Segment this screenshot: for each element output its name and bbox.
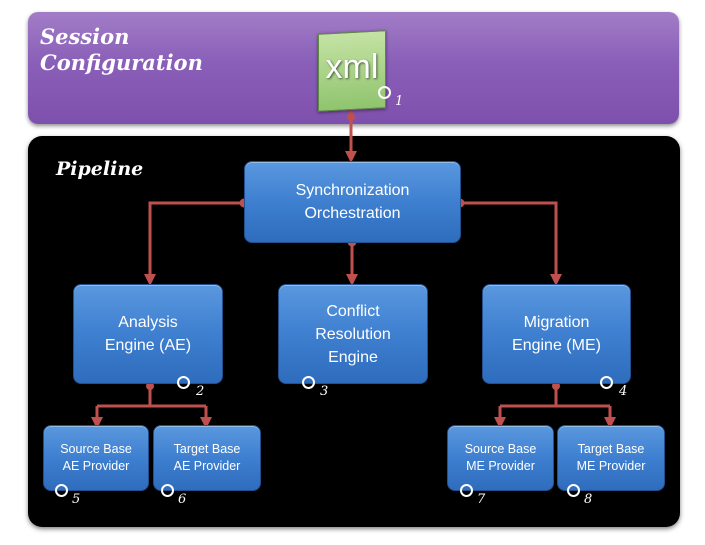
connector-orchestration-to-analysis [144,201,244,286]
pipeline-title: Pipeline [56,158,144,180]
port-3-number: 3 [320,384,329,399]
port-2-icon [177,376,190,389]
port-7-icon [460,484,473,497]
analysis-engine-box: Analysis Engine (AE) [73,284,223,384]
connector-dot-xml [347,113,355,121]
port-7-number: 7 [477,492,486,507]
migration-engine-box: Migration Engine (ME) [482,284,631,384]
connector-migration-to-providers [498,384,612,421]
port-1-icon [378,86,391,99]
port-4-number: 4 [619,384,628,399]
xml-document-label: xml [325,48,379,86]
port-8-number: 8 [584,492,593,507]
port-5-number: 5 [72,492,81,507]
connector-orchestration-to-migration [460,201,562,286]
port-5-icon [55,484,68,497]
synchronization-orchestration-box: Synchronization Orchestration [244,161,461,243]
conflict-resolution-engine-box: Conflict Resolution Engine [278,284,428,384]
port-6-icon [161,484,174,497]
port-8-icon [567,484,580,497]
connector-dot-migration [552,382,560,390]
source-base-ae-provider-box: Source Base AE Provider [43,425,149,491]
target-base-me-provider-box: Target Base ME Provider [557,425,665,491]
port-2-number: 2 [196,384,205,399]
port-6-number: 6 [178,492,187,507]
port-3-icon [302,376,315,389]
session-configuration-title: Session Configuration [40,24,203,75]
source-base-me-provider-box: Source Base ME Provider [447,425,554,491]
port-4-icon [600,376,613,389]
connector-dot-analysis [146,382,154,390]
target-base-ae-provider-box: Target Base AE Provider [153,425,261,491]
connector-analysis-to-providers [95,384,208,421]
port-1-number: 1 [395,94,404,109]
